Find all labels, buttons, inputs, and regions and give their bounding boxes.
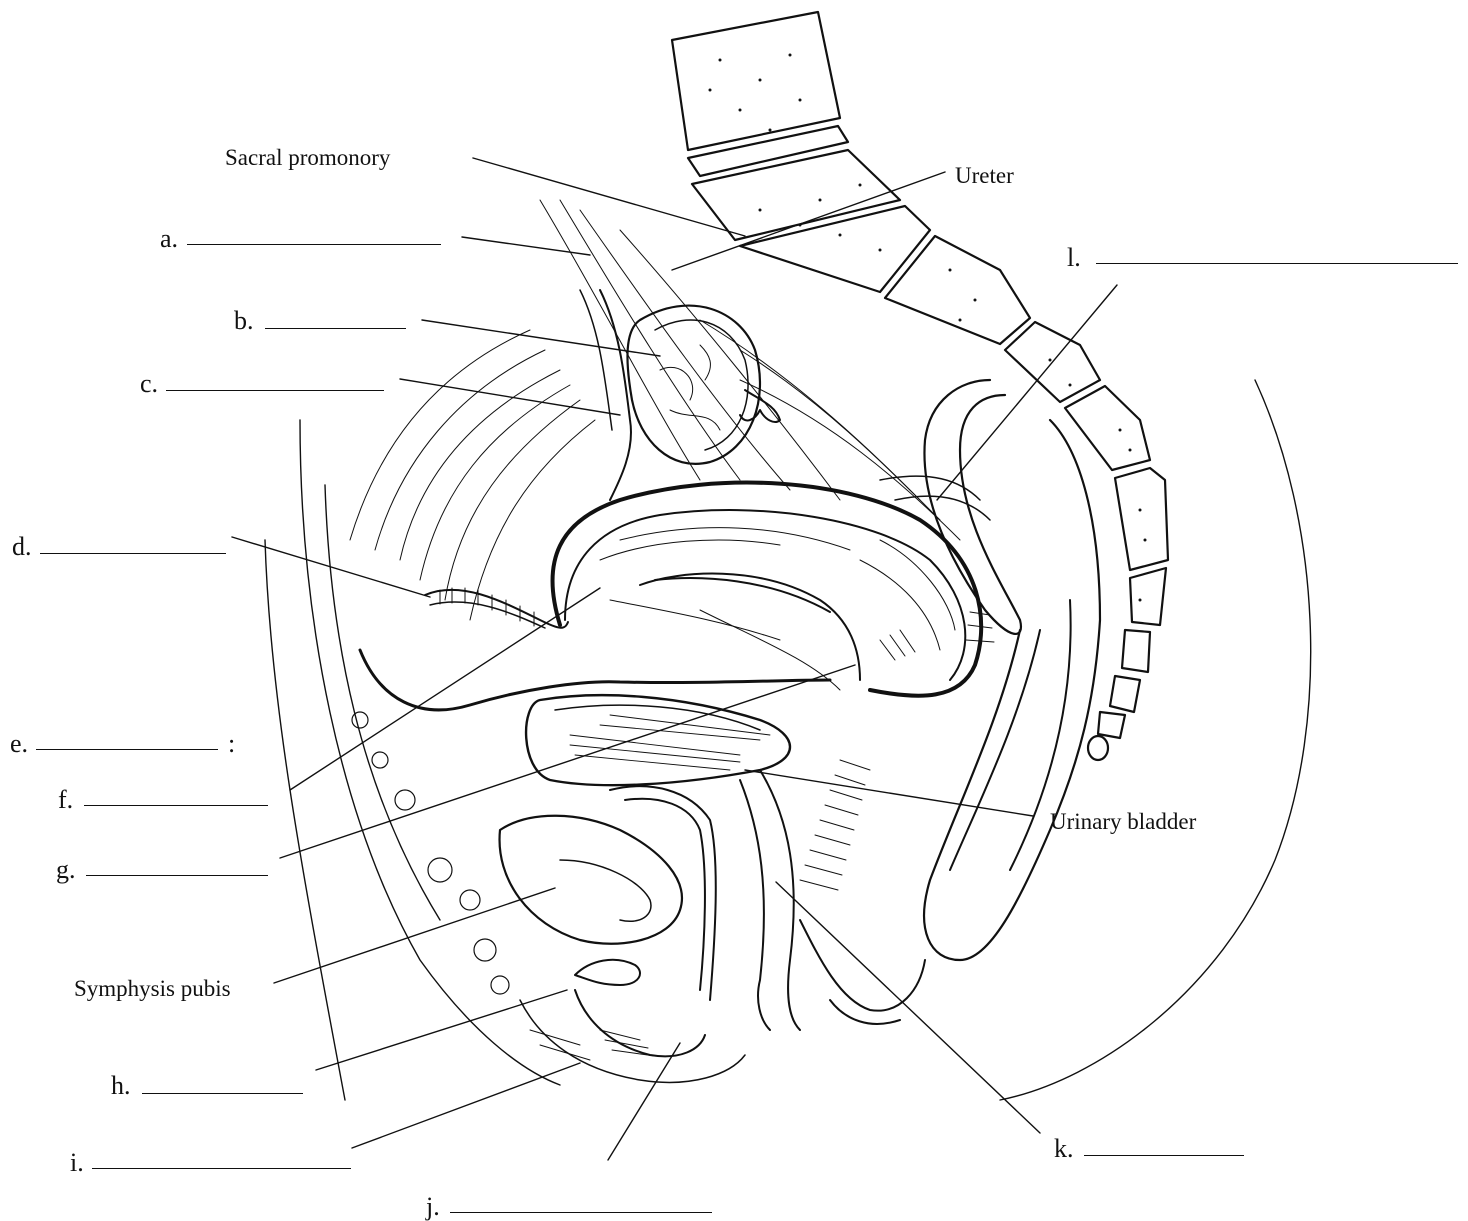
blank-f-line[interactable] — [84, 805, 268, 806]
blank-g-letter: g. — [56, 857, 76, 883]
ovary — [627, 306, 760, 464]
blank-h-line[interactable] — [142, 1093, 303, 1094]
septum-hatching — [800, 612, 994, 890]
uterus-body — [565, 510, 965, 680]
blank-b-letter: b. — [234, 308, 254, 334]
label-symphysis-pubis: Symphysis pubis — [74, 977, 231, 1000]
blank-c-line[interactable] — [166, 390, 384, 391]
label-sacral-promontory: Sacral promonory — [225, 146, 390, 169]
suspensory-ligament — [600, 290, 631, 500]
blank-d-letter: d. — [12, 534, 32, 560]
blank-f-letter: f. — [58, 787, 73, 813]
blank-c-letter: c. — [140, 371, 158, 397]
blank-a-letter: a. — [160, 226, 178, 252]
blank-g-line[interactable] — [86, 875, 268, 876]
urethra — [610, 786, 716, 1000]
clitoris — [575, 960, 640, 985]
blank-b-line[interactable] — [265, 328, 406, 329]
blank-j-letter: j. — [426, 1194, 440, 1220]
vertebrae — [672, 12, 1168, 760]
blank-e-line[interactable] — [36, 749, 218, 750]
blank-k-letter: k. — [1054, 1136, 1074, 1162]
blank-e-suffix: : — [228, 731, 235, 757]
uterus-outline — [553, 483, 982, 696]
blank-k-line[interactable] — [1084, 1155, 1244, 1156]
perineum — [800, 920, 925, 1011]
pubic-bone — [500, 816, 682, 944]
blank-h-letter: h. — [111, 1073, 131, 1099]
label-urinary-bladder: Urinary bladder — [1050, 810, 1196, 833]
blank-d-line[interactable] — [40, 553, 226, 554]
blank-e-letter: e. — [10, 731, 28, 757]
label-ureter: Ureter — [955, 164, 1014, 187]
vagina — [740, 780, 770, 1030]
fat-lobules — [352, 712, 509, 994]
blank-i-letter: i. — [70, 1150, 84, 1176]
blank-l-letter: l. — [1067, 245, 1081, 271]
abdominal-wall — [265, 420, 560, 1100]
blank-l-line[interactable] — [1096, 263, 1458, 264]
ovary-texture — [660, 345, 720, 430]
blank-j-line[interactable] — [450, 1212, 712, 1213]
uterine-cavity — [640, 574, 860, 680]
labia-majora — [520, 1000, 745, 1082]
blank-i-line[interactable] — [92, 1168, 351, 1169]
peritoneum-anterior — [360, 650, 830, 710]
blank-a-line[interactable] — [187, 244, 441, 245]
